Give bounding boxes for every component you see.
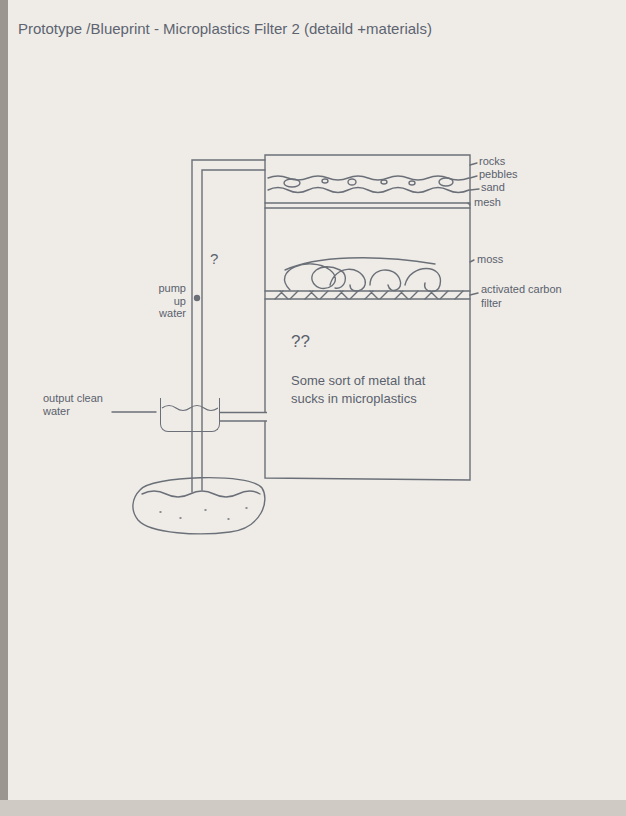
filter-housing <box>265 155 470 480</box>
outlet-pipe <box>220 412 267 422</box>
rock <box>284 179 300 187</box>
question-marks: ?? <box>291 332 450 352</box>
water-line <box>142 491 260 497</box>
layer-label: mesh <box>474 196 534 209</box>
leader-line <box>112 411 156 412</box>
filter-chamber: ?? Some sort of metal that sucks in micro… <box>267 302 468 476</box>
cup-water <box>161 402 218 414</box>
pump <box>195 296 200 301</box>
material-note: Some sort of metal that sucks in micropl… <box>291 372 441 407</box>
housing <box>112 155 479 534</box>
pump-pipe <box>192 160 265 492</box>
layer-label: sand <box>481 181 541 194</box>
output-cup: output clean water <box>160 398 220 432</box>
mesh-line <box>265 207 470 208</box>
reservoir <box>133 478 265 534</box>
carbon-hatch <box>275 291 463 299</box>
leader-line <box>468 163 479 295</box>
paper-edge <box>0 800 626 816</box>
pump-label: pump up water <box>150 282 186 320</box>
layer-label: moss <box>477 253 537 266</box>
pebble <box>381 180 387 184</box>
pebble <box>322 179 328 183</box>
sand-line <box>268 176 469 180</box>
carbon-line <box>265 298 470 299</box>
layer-label: rocks <box>479 155 539 168</box>
water-dots <box>160 508 247 519</box>
title: Prototype /Blueprint - Microplastics Fil… <box>18 20 618 37</box>
pump-pipe <box>202 170 265 490</box>
pipe-bore <box>220 413 267 420</box>
layer-label: pebbles <box>479 168 539 181</box>
mesh-line <box>265 202 470 203</box>
water-line <box>162 406 218 411</box>
pebble <box>348 179 356 185</box>
rock <box>439 178 453 186</box>
paper-edge <box>0 0 8 816</box>
pebble <box>409 181 415 185</box>
question-mark: ? <box>210 250 230 267</box>
layer-label: activated carbon <box>481 283 591 296</box>
carbon-line <box>265 290 470 291</box>
moss <box>285 258 441 292</box>
output-label: output clean water <box>43 392 107 418</box>
sand-line <box>268 188 469 193</box>
layer-label: filter <box>481 297 541 310</box>
